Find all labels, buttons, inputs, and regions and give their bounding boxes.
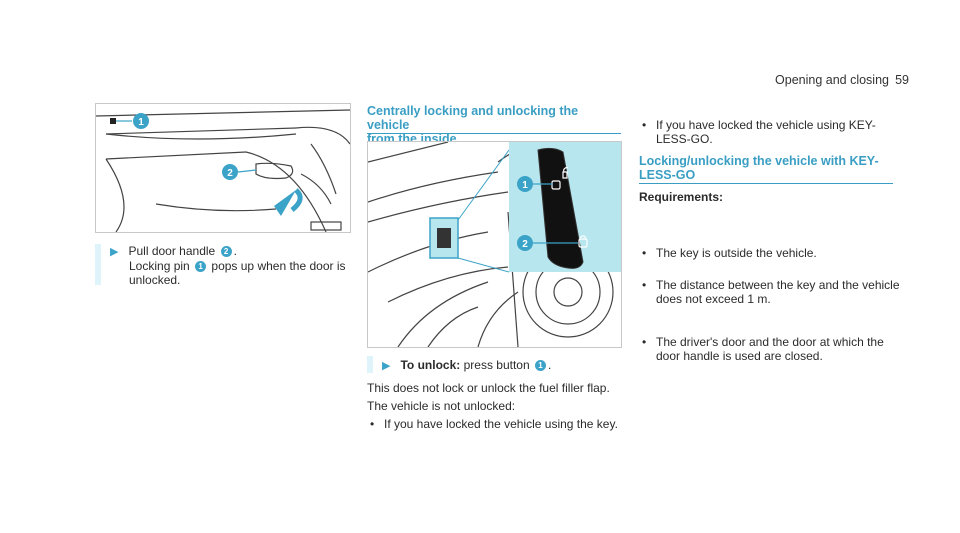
step-highlight-bar xyxy=(367,356,373,373)
callout-1-badge: 1 xyxy=(535,360,546,372)
door-handle-illustration: 1 2 xyxy=(95,103,351,233)
step-highlight-bar xyxy=(95,244,101,285)
requirement-item: •The key is outside the vehicle. xyxy=(642,246,817,260)
step-arrow-icon: ▶ xyxy=(382,360,391,372)
page-number: 59 xyxy=(895,73,909,87)
callout-2-badge: 2 xyxy=(220,246,232,258)
callout-1-marker xyxy=(517,176,533,192)
callout-2-marker xyxy=(222,164,238,180)
not-unlocked-note: The vehicle is not unlocked: xyxy=(367,399,516,413)
central-locking-illustration: 1 2 xyxy=(367,141,622,348)
requirement-item: • The driver's door and the door at whic… xyxy=(642,335,884,363)
requirements-heading: Requirements: xyxy=(639,190,724,204)
bullet-item: • If you have locked the vehicle using K… xyxy=(642,118,876,146)
bullet-item: •If you have locked the vehicle using th… xyxy=(370,417,618,431)
svg-text:2: 2 xyxy=(522,239,528,250)
middle-title-rule xyxy=(367,133,621,134)
door-panel-drawing: 1 2 xyxy=(368,142,621,347)
door-interior-drawing: 1 2 xyxy=(96,109,350,232)
callout-1-marker xyxy=(133,113,149,129)
svg-text:2: 2 xyxy=(227,168,233,179)
keyless-title-rule xyxy=(639,183,893,184)
svg-text:1: 1 xyxy=(138,117,144,128)
chapter-title: Opening and closing xyxy=(775,73,889,87)
left-step: ▶ Pull door handle 2. Locking pin 1 pops… xyxy=(110,244,346,287)
callout-2-marker xyxy=(517,235,533,251)
step-arrow-icon: ▶ xyxy=(110,246,119,258)
callout-1-badge: 1 xyxy=(195,261,207,273)
svg-text:1: 1 xyxy=(522,180,528,191)
requirement-item: • The distance between the key and the v… xyxy=(642,278,900,306)
fuel-flap-note: This does not lock or unlock the fuel fi… xyxy=(367,381,610,395)
middle-section-title: Centrally locking and unlocking the vehi… xyxy=(367,104,579,146)
keyless-go-section-title: Locking/unlocking the vehicle with KEY- … xyxy=(639,154,879,182)
middle-step: ▶ To unlock: press button 1. xyxy=(382,358,552,372)
